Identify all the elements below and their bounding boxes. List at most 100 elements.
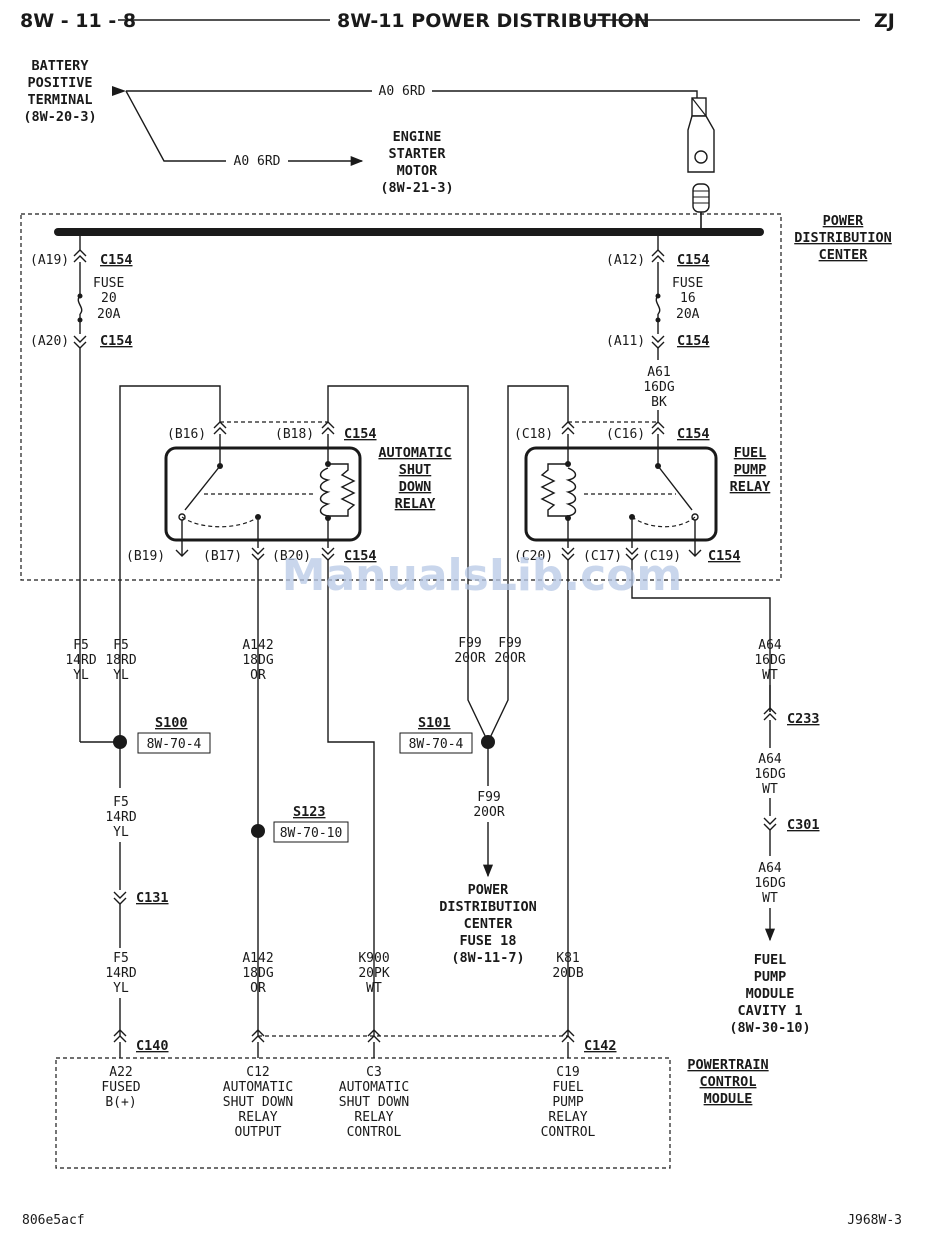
wire-a64c-l1: A64 (758, 861, 782, 876)
arrow-right-icon (112, 86, 126, 96)
pin-c19: (C19) (642, 549, 681, 564)
wire-a64a-l3: WT (762, 668, 778, 683)
splice-s100-ref-box (137, 732, 211, 754)
conn-c233-symbol (763, 707, 777, 721)
fuse16-line3: 20A (676, 307, 700, 322)
wire-f5c-l2: 14RD (105, 810, 136, 825)
wire-f5d-l3: YL (113, 981, 129, 996)
wire-f5c-l3: YL (113, 825, 129, 840)
battery-ref: (8W-20-3) (23, 109, 96, 125)
fuel-relay-label-line2: PUMP (734, 462, 767, 478)
pin-c20: (C20) (514, 549, 553, 564)
splice-dot-icon (251, 824, 265, 838)
pcm-c3-line3: SHUT DOWN (339, 1095, 409, 1110)
wire-a61-line1: A61 (647, 365, 670, 380)
wire-a0-terminal-right (432, 90, 698, 100)
conn-c154-b20: C154 (344, 548, 377, 564)
wire-a64a-l2: 16DG (754, 653, 785, 668)
fuel-module-line4: CAVITY 1 (737, 1003, 802, 1019)
wire-f5a-l1: F5 (73, 638, 89, 653)
starter-label-line2: STARTER (389, 146, 447, 162)
conn-c154-a11: C154 (677, 333, 710, 349)
fuel-pump-relay (487, 385, 771, 1036)
pcm-c19-line5: CONTROL (541, 1125, 596, 1140)
pcm-c12-line2: AUTOMATIC (223, 1080, 293, 1095)
conn-c233: C233 (787, 711, 820, 727)
battery-label-line3: TERMINAL (27, 92, 92, 108)
wire-f5a-l2: 14RD (65, 653, 96, 668)
pdc-fuse18-line2: DISTRIBUTION (439, 899, 537, 915)
wire-f99a-l1: F99 (458, 636, 481, 651)
asd-relay-label: AUTOMATIC SHUT DOWN RELAY (378, 445, 451, 512)
pdc-label-line1: POWER (823, 213, 865, 229)
wire-f5d-l2: 14RD (105, 966, 136, 981)
pcm-c3-line2: AUTOMATIC (339, 1080, 409, 1095)
wire-a0-starter-left (125, 90, 226, 162)
wire-k900-l3: WT (366, 981, 382, 996)
splice-s101-ref: 8W-70-4 (409, 737, 464, 752)
fuse20-line1: FUSE (93, 276, 124, 291)
wire-a61-line2: 16DG (643, 380, 674, 395)
wire-a64c-l3: WT (762, 891, 778, 906)
wire-a64b-l2: 16DG (754, 767, 785, 782)
fuse-icon (655, 295, 661, 315)
fuel-module-line3: MODULE (746, 986, 795, 1002)
pdc-label: POWER DISTRIBUTION CENTER (794, 213, 892, 263)
fuse-20-branch (73, 232, 87, 742)
pdc-boundary (20, 213, 782, 581)
pdc-label-line2: DISTRIBUTION (794, 230, 892, 246)
conn-c131: C131 (136, 890, 169, 906)
relay-coil-icon (540, 434, 577, 548)
starter-label-line3: MOTOR (397, 163, 439, 179)
pcm-c19-line3: PUMP (552, 1095, 583, 1110)
fuse20-line3: 20A (97, 307, 121, 322)
fuel-relay-label: FUEL PUMP RELAY (730, 445, 772, 495)
wire-a142a-l1: A142 (242, 638, 273, 653)
wire-f99-fuel (487, 385, 569, 743)
wire-f5a-l3: YL (73, 668, 89, 683)
pcm-a22-line1: A22 (109, 1065, 132, 1080)
conn-c154-b18: C154 (344, 426, 377, 442)
wire-a142b-l2: 18DG (242, 966, 273, 981)
splice-s101: S101 (418, 715, 451, 731)
wire-f5c-l1: F5 (113, 795, 129, 810)
conn-c140: C140 (136, 1038, 169, 1054)
pcm-boundary (55, 1057, 671, 1169)
wire-a142b-l3: OR (250, 981, 266, 996)
fuse16-line1: FUSE (672, 276, 703, 291)
asd-label-line1: AUTOMATIC (378, 445, 451, 461)
wire-f5b-l3: YL (113, 668, 129, 683)
conn-c131-symbol (113, 891, 127, 905)
conn-c154-a19: C154 (100, 252, 133, 268)
wire-a142a-l2: 18DG (242, 653, 273, 668)
relay-coil-icon (319, 434, 356, 548)
pcm-pin-c19: C19 FUEL PUMP RELAY CONTROL (541, 1065, 596, 1140)
wire-f99-asd (327, 385, 489, 743)
pdc-fuse18-ref: (8W-11-7) (451, 950, 524, 966)
starter-label: ENGINE STARTER MOTOR (8W-21-3) (380, 129, 453, 196)
fuel-module-ref: (8W-30-10) (729, 1020, 810, 1036)
wire-a64c-l2: 16DG (754, 876, 785, 891)
pin-a11: (A11) (606, 334, 645, 349)
pdc-fuse18-line1: POWER (468, 882, 510, 898)
asd-label-line3: DOWN (399, 479, 432, 495)
splice-s123-ref: 8W-70-10 (280, 826, 343, 841)
splice-s123-ref-box (273, 821, 349, 843)
pin-c16: (C16) (606, 427, 645, 442)
conn-c301-symbol (763, 817, 777, 831)
wire-a64a-l1: A64 (758, 638, 782, 653)
wire-f99b-l1: F99 (498, 636, 521, 651)
battery-label: BATTERY POSITIVE TERMINAL (8W-20-3) (23, 58, 96, 125)
fuel-module-line2: PUMP (754, 969, 787, 985)
pcm-c12-line1: C12 (246, 1065, 269, 1080)
wire-f99c-l1: F99 (477, 790, 500, 805)
pcm-c19-line2: FUEL (552, 1080, 583, 1095)
page-header: 8W - 11 - 8 8W-11 POWER DISTRIBUTION ZJ (20, 10, 895, 32)
wire-f5-asd-feed (119, 385, 221, 742)
footer-code: 806e5acf (22, 1213, 85, 1228)
pcm-pin-a22: A22 FUSED B(+) (101, 1065, 140, 1110)
battery-label-line1: BATTERY (32, 58, 90, 74)
conn-c301: C301 (787, 817, 820, 833)
wire-a142b-l1: A142 (242, 951, 273, 966)
